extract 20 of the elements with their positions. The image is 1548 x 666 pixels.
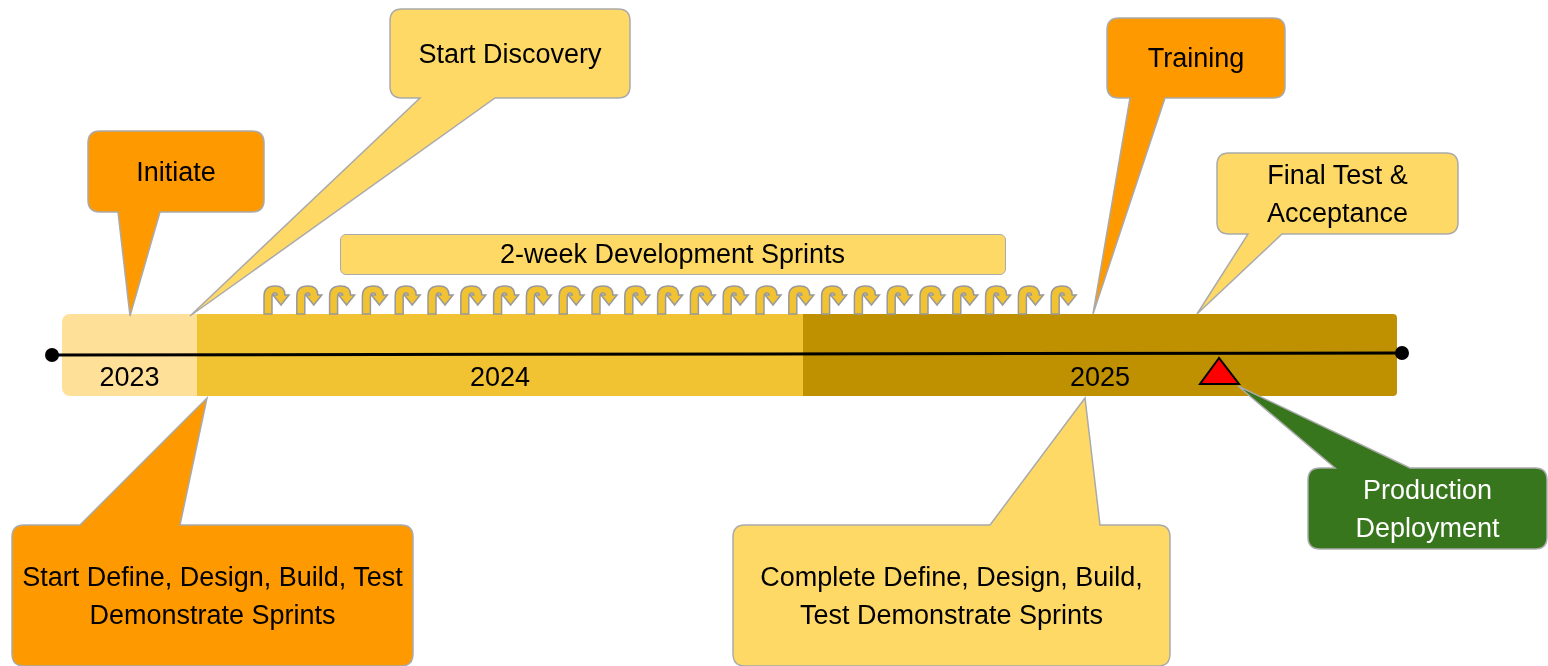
callout-text: Start Define, Design, Build, Test Demonstrate Sprints (21, 560, 404, 632)
year-band (197, 314, 803, 396)
callout-text: Production Deployment (1354, 473, 1501, 545)
callout-bubble (12, 398, 413, 666)
year-band (62, 314, 197, 396)
callout-text: Start Discovery (418, 37, 602, 71)
year-label: 2024 (469, 361, 531, 394)
banner-box (340, 234, 1006, 275)
callout-text: Complete Define, Design, Build, Test Demonstrate Sprints (759, 560, 1144, 632)
callout-text: Training (1147, 42, 1245, 75)
year-band (803, 314, 1397, 396)
callout-text: Initiate (136, 155, 216, 189)
year-label: 2025 (1069, 361, 1131, 394)
banner-text: 2-week Development Sprints (499, 238, 846, 271)
callout-bubble (1238, 386, 1547, 549)
callout-bubble (1197, 153, 1458, 314)
year-label: 2023 (99, 361, 160, 394)
callout-bubble (733, 398, 1170, 666)
callout-bubble (88, 131, 264, 316)
callout-text: Final Test & Acceptance (1265, 158, 1410, 230)
